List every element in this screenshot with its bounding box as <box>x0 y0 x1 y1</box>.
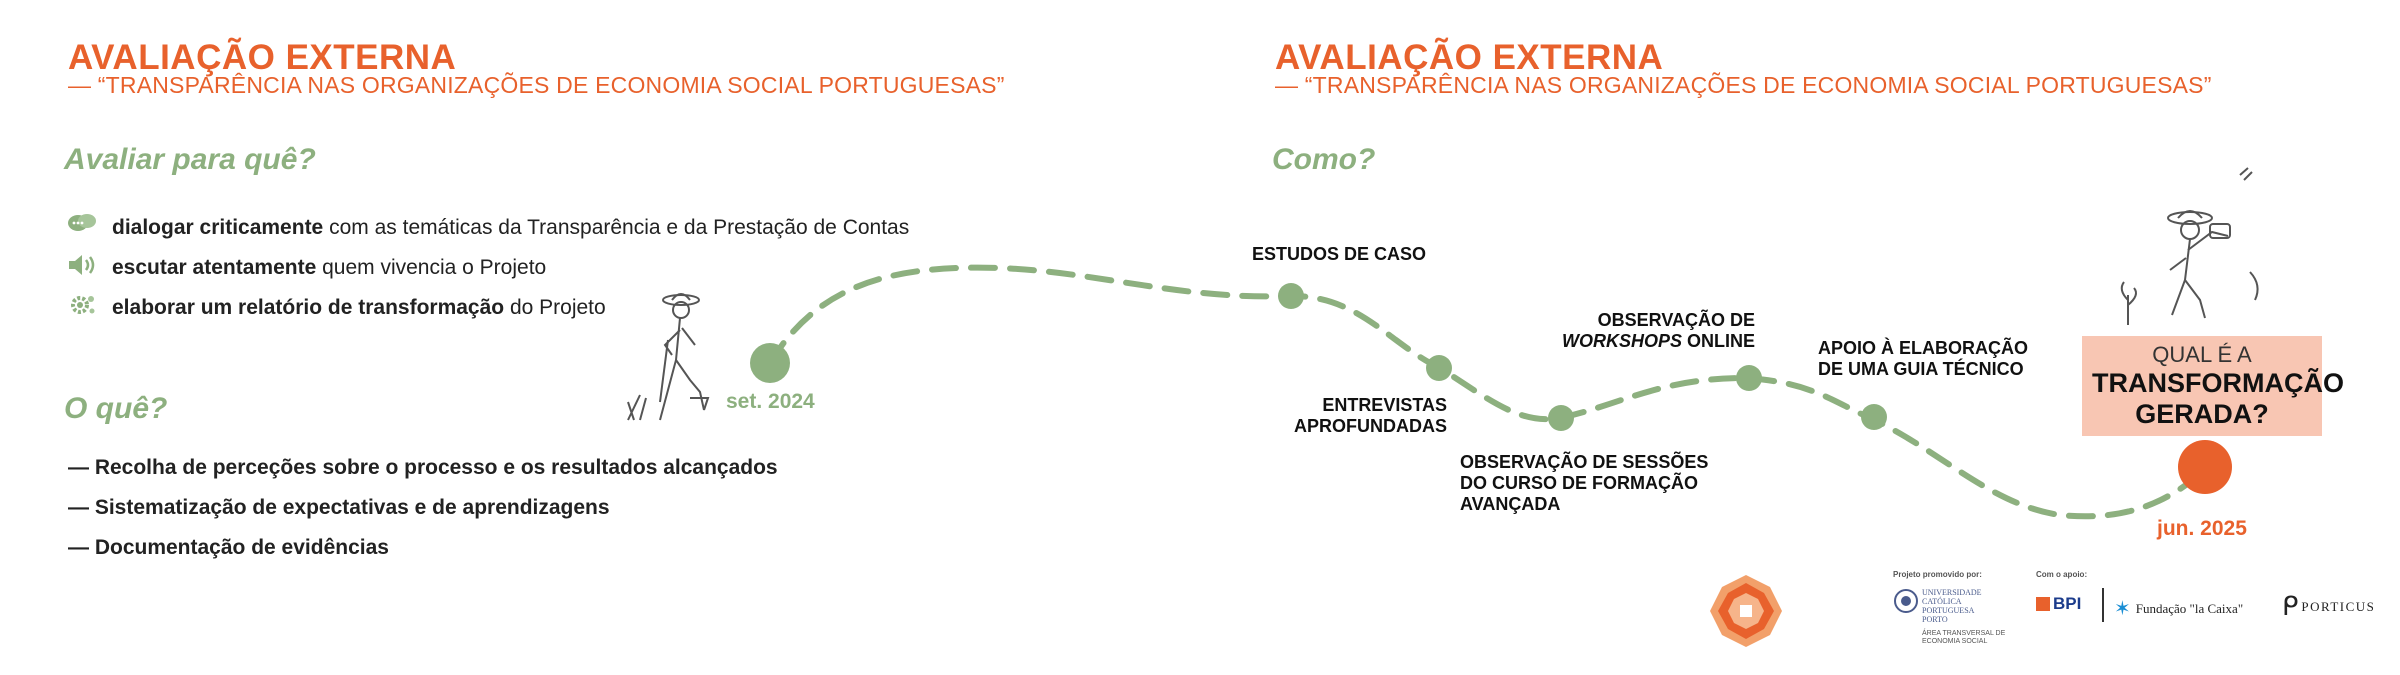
step-guia: APOIO À ELABORAÇÃO DE UMA GUIA TÉCNICO <box>1818 338 2029 379</box>
question-banner: QUAL É A TRANSFORMAÇÃO GERADA? <box>2082 336 2344 436</box>
project-logo-icon <box>1710 575 1782 647</box>
ucp-logo <box>1893 588 1919 619</box>
left-title: AVALIAÇÃO EXTERNA <box>68 38 457 77</box>
timeline-dashed-path <box>767 264 2208 520</box>
lacaixa-star-icon: ✶ <box>2114 598 2131 620</box>
right-title: AVALIAÇÃO EXTERNA <box>1275 38 1664 77</box>
question-line: QUAL É A <box>2152 342 2252 367</box>
how-heading: Como? <box>1272 143 1376 176</box>
end-node <box>2178 440 2232 494</box>
bullet-item: dialogar criticamente com as temáticas d… <box>66 208 909 248</box>
bullet-item: escutar atentamente quem vivencia o Proj… <box>66 248 909 288</box>
what-heading: O quê? <box>64 392 168 425</box>
start-node <box>750 343 790 383</box>
question-line: GERADA? <box>2135 399 2269 429</box>
gear-icon <box>66 291 98 325</box>
step-estudos: ESTUDOS DE CASO <box>1252 244 1427 264</box>
lacaixa-logo: ✶ Fundação "la Caixa" <box>2114 598 2244 620</box>
start-date: set. 2024 <box>726 390 815 413</box>
why-bullets: dialogar criticamente com as temáticas d… <box>66 208 909 328</box>
what-item: — Sistematização de expectativas e de ap… <box>68 496 610 519</box>
node-sessoes <box>1548 405 1574 431</box>
promoted-by-label: Projeto promovido por: <box>1893 570 1982 579</box>
node-workshops <box>1736 365 1762 391</box>
bullet-text: escutar atentamente quem vivencia o Proj… <box>112 256 547 279</box>
why-heading: Avaliar para quê? <box>64 143 316 176</box>
question-line: TRANSFORMAÇÃO <box>2092 368 2344 398</box>
what-item: — Recolha de perceções sobre o processo … <box>68 456 778 479</box>
end-date: jun. 2025 <box>2157 517 2247 540</box>
support-label: Com o apoio: <box>2036 570 2088 579</box>
bullet-item: elaborar um relatório de transformação d… <box>66 288 909 328</box>
node-entrevistas <box>1426 355 1452 381</box>
ucp-area: ÁREA TRANSVERSAL DE ECONOMIA SOCIAL <box>1922 630 2006 645</box>
bullet-text: elaborar um relatório de transformação d… <box>112 296 606 319</box>
what-item: — Documentação de evidências <box>68 536 389 559</box>
logo-divider <box>2102 588 2104 622</box>
left-subtitle: — “TRANSPARÊNCIA NAS ORGANIZAÇÕES DE ECO… <box>68 72 1005 98</box>
right-subtitle: — “TRANSPARÊNCIA NAS ORGANIZAÇÕES DE ECO… <box>1275 72 2212 98</box>
porticus-logo: ᑭ PORTICUS <box>2282 592 2376 621</box>
step-sessoes: OBSERVAÇÃO DE SESSÕES DO CURSO DE FORMAÇ… <box>1460 452 1709 514</box>
chat-bubbles-icon <box>66 211 98 245</box>
step-entrevistas: ENTREVISTAS APROFUNDADAS <box>1294 395 1447 436</box>
ucp-name: UNIVERSIDADE CATÓLICA PORTUGUESA PORTO <box>1922 588 1982 624</box>
porticus-mark-icon: ᑭ <box>2282 592 2299 621</box>
ucp-seal-icon <box>1894 589 1918 613</box>
speaker-icon <box>66 251 98 285</box>
step-workshops: OBSERVAÇÃO DE WORKSHOPS ONLINE <box>1561 310 1755 351</box>
bpi-logo: BPI <box>2036 594 2081 614</box>
hiker-illustration <box>627 293 710 421</box>
bpi-mark-icon <box>2036 597 2050 611</box>
bullet-text: dialogar criticamente com as temáticas d… <box>112 216 910 239</box>
photographer-illustration <box>2120 167 2259 325</box>
node-estudos <box>1278 283 1304 309</box>
node-guia <box>1861 404 1887 430</box>
